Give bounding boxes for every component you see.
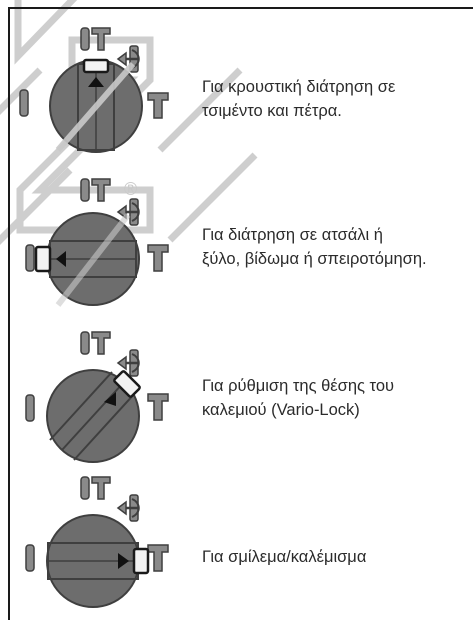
caption-line-1: Για σμίλεμα/καλέμισμα bbox=[202, 548, 367, 566]
mode-dial[interactable] bbox=[18, 330, 178, 475]
mode-dial[interactable] bbox=[18, 475, 178, 620]
frame-left-border bbox=[8, 7, 10, 620]
drill-symbol-icon bbox=[25, 544, 35, 572]
chisel-symbol-icon bbox=[147, 244, 169, 272]
dial-knob bbox=[34, 212, 140, 307]
vario-lock-symbol-icon bbox=[116, 198, 140, 226]
hammer-drill-symbol-icon bbox=[80, 178, 111, 202]
drill-symbol-icon bbox=[19, 89, 29, 117]
caption-line-1: Για διάτρηση σε ατσάλι ή bbox=[202, 226, 383, 244]
chisel-symbol-icon bbox=[147, 393, 169, 421]
caption-line-1: Για ρύθμιση της θέσης του bbox=[202, 377, 395, 395]
dial-knob bbox=[49, 58, 143, 153]
dial-knob bbox=[46, 369, 141, 463]
drill-symbol-icon bbox=[25, 394, 35, 422]
vario-lock-symbol-icon bbox=[116, 494, 140, 522]
caption-line-2: ξύλο, βίδωμα ή σπειροτόμηση. bbox=[202, 250, 427, 268]
mode-caption: Για ρύθμιση της θέσης του καλεμιού (Vari… bbox=[202, 374, 394, 422]
drill-symbol-icon bbox=[25, 244, 35, 272]
caption-line-1: Για κρουστική διάτρηση σε bbox=[202, 78, 396, 96]
mode-dial[interactable]: ® bbox=[18, 175, 178, 320]
hammer-drill-symbol-icon bbox=[80, 476, 111, 500]
dial-knob bbox=[46, 514, 150, 608]
vario-lock-symbol-icon bbox=[116, 349, 140, 377]
mode-caption: Για διάτρηση σε ατσάλι ή ξύλο, βίδωμα ή … bbox=[202, 223, 427, 271]
chisel-symbol-icon bbox=[147, 92, 169, 119]
hammer-drill-symbol-icon bbox=[80, 331, 111, 355]
mode-caption: Για κρουστική διάτρηση σε τσιμέντο και π… bbox=[202, 75, 395, 123]
caption-line-2: τσιμέντο και πέτρα. bbox=[202, 102, 342, 120]
frame-top-border bbox=[8, 7, 473, 9]
hammer-drill-symbol-icon bbox=[80, 27, 111, 51]
mode-dial[interactable] bbox=[18, 20, 178, 165]
chisel-symbol-icon bbox=[147, 544, 169, 572]
mode-caption: Για σμίλεμα/καλέμισμα bbox=[202, 545, 366, 569]
registered-mark: ® bbox=[124, 179, 137, 199]
caption-line-2: καλεμιού (Vario-Lock) bbox=[202, 401, 360, 419]
